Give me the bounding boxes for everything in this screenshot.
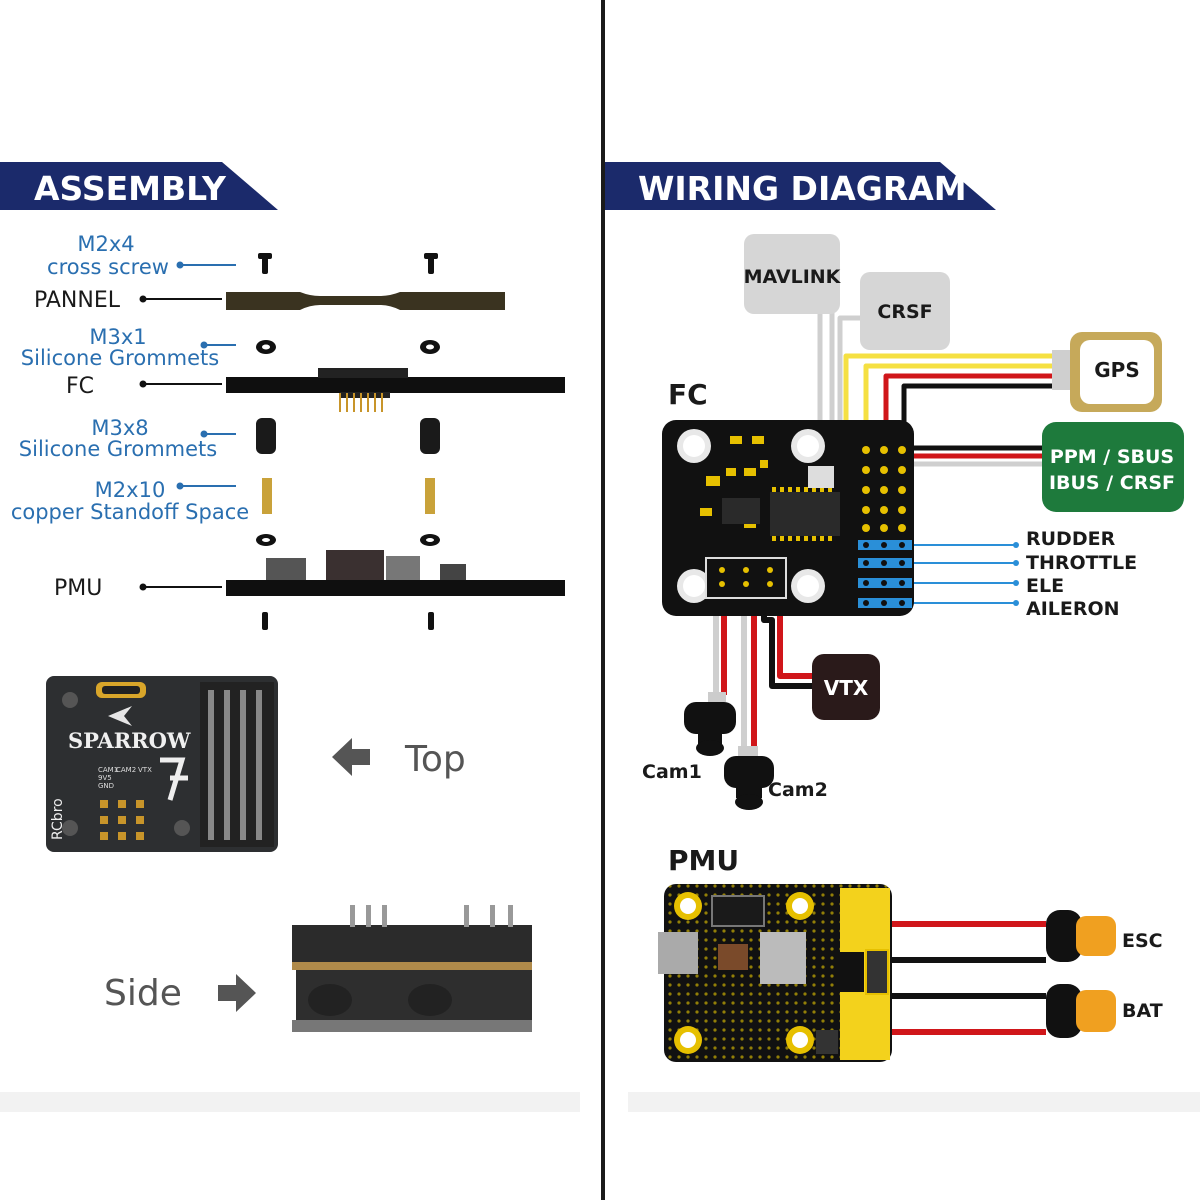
receiver-box xyxy=(1042,422,1184,512)
gps-label: GPS xyxy=(1094,358,1139,382)
pmu-board-side xyxy=(226,550,565,596)
bat-connector xyxy=(1046,984,1116,1038)
grommet1-type-label: Silicone Grommets xyxy=(21,346,219,370)
top-arrow-icon xyxy=(332,738,370,776)
pannel-plate xyxy=(226,292,505,310)
wiring-panel: WIRING DIAGRAM xyxy=(605,162,1184,1062)
esc-label: ESC xyxy=(1122,930,1163,952)
pad-label-cam1: CAM1 xyxy=(98,766,118,774)
wiring-header: WIRING DIAGRAM xyxy=(638,169,967,208)
cam2-label: Cam2 xyxy=(768,779,828,801)
bat-label: BAT xyxy=(1122,1000,1163,1022)
top-view-label: Top xyxy=(404,739,466,780)
assembly-header: ASSEMBLY xyxy=(34,169,227,208)
pad-voltage-label: 9V5 xyxy=(98,774,112,782)
esc-connector xyxy=(1046,910,1116,962)
fc-title: FC xyxy=(668,378,708,411)
pmu-label: PMU xyxy=(54,576,102,601)
side-arrow-icon xyxy=(218,974,256,1012)
channel-label-aileron: AILERON xyxy=(1026,598,1120,620)
pannel-label: PANNEL xyxy=(34,288,121,313)
grommet2-type-label: Silicone Grommets xyxy=(19,437,217,461)
receiver-protocols-1: PPM / SBUS xyxy=(1050,446,1174,468)
channel-label-throttle: THROTTLE xyxy=(1026,552,1137,574)
channel-label-rudder: RUDDER xyxy=(1026,528,1116,550)
crsf-box xyxy=(860,272,950,350)
assembly-panel: ASSEMBLY M2x4 cross screw PANNEL M3x1 Si… xyxy=(0,162,565,1032)
board-maker: RCbro xyxy=(50,798,66,840)
fc-board-side-view xyxy=(292,905,532,1032)
top-screws xyxy=(258,253,438,274)
cam1-icon xyxy=(684,692,736,756)
center-divider xyxy=(601,0,605,1200)
wiring-header-banner xyxy=(605,162,996,210)
grommet1-size-label: M3x1 xyxy=(89,325,146,349)
channel-label-ele: ELE xyxy=(1026,575,1064,597)
board-brand: SPARROW xyxy=(68,728,191,753)
mavlink-label: MAVLINK xyxy=(744,266,842,288)
pad-ground-label: GND xyxy=(98,782,114,790)
pad-label-cam2: CAM2 xyxy=(116,766,136,774)
fc-board-top-view: SPARROW CAM1 CAM2 VTX 9V5 GND RCbro xyxy=(46,676,278,852)
cam2-icon xyxy=(724,746,774,810)
grommet2-size-label: M3x8 xyxy=(91,416,148,440)
side-view-label: Side xyxy=(104,973,182,1014)
fc-board-side xyxy=(226,368,565,412)
assembly-header-banner xyxy=(0,162,278,210)
fc-label: FC xyxy=(66,374,94,399)
receiver-protocols-2: IBUS / CRSF xyxy=(1049,472,1175,494)
pad-label-vtx: VTX xyxy=(138,766,152,774)
standoff-type-label: copper Standoff Space xyxy=(11,500,249,524)
screw-size-label: M2x4 xyxy=(77,232,134,256)
fc-board xyxy=(662,420,914,616)
pmu-board xyxy=(658,884,892,1062)
pmu-title: PMU xyxy=(668,844,739,877)
mavlink-box xyxy=(744,234,840,314)
vtx-label: VTX xyxy=(824,676,869,700)
standoff-size-label: M2x10 xyxy=(95,478,166,502)
crsf-label: CRSF xyxy=(877,301,932,323)
vtx-box xyxy=(812,654,880,720)
cam1-label: Cam1 xyxy=(642,761,702,783)
screw-type-label: cross screw xyxy=(47,255,169,279)
